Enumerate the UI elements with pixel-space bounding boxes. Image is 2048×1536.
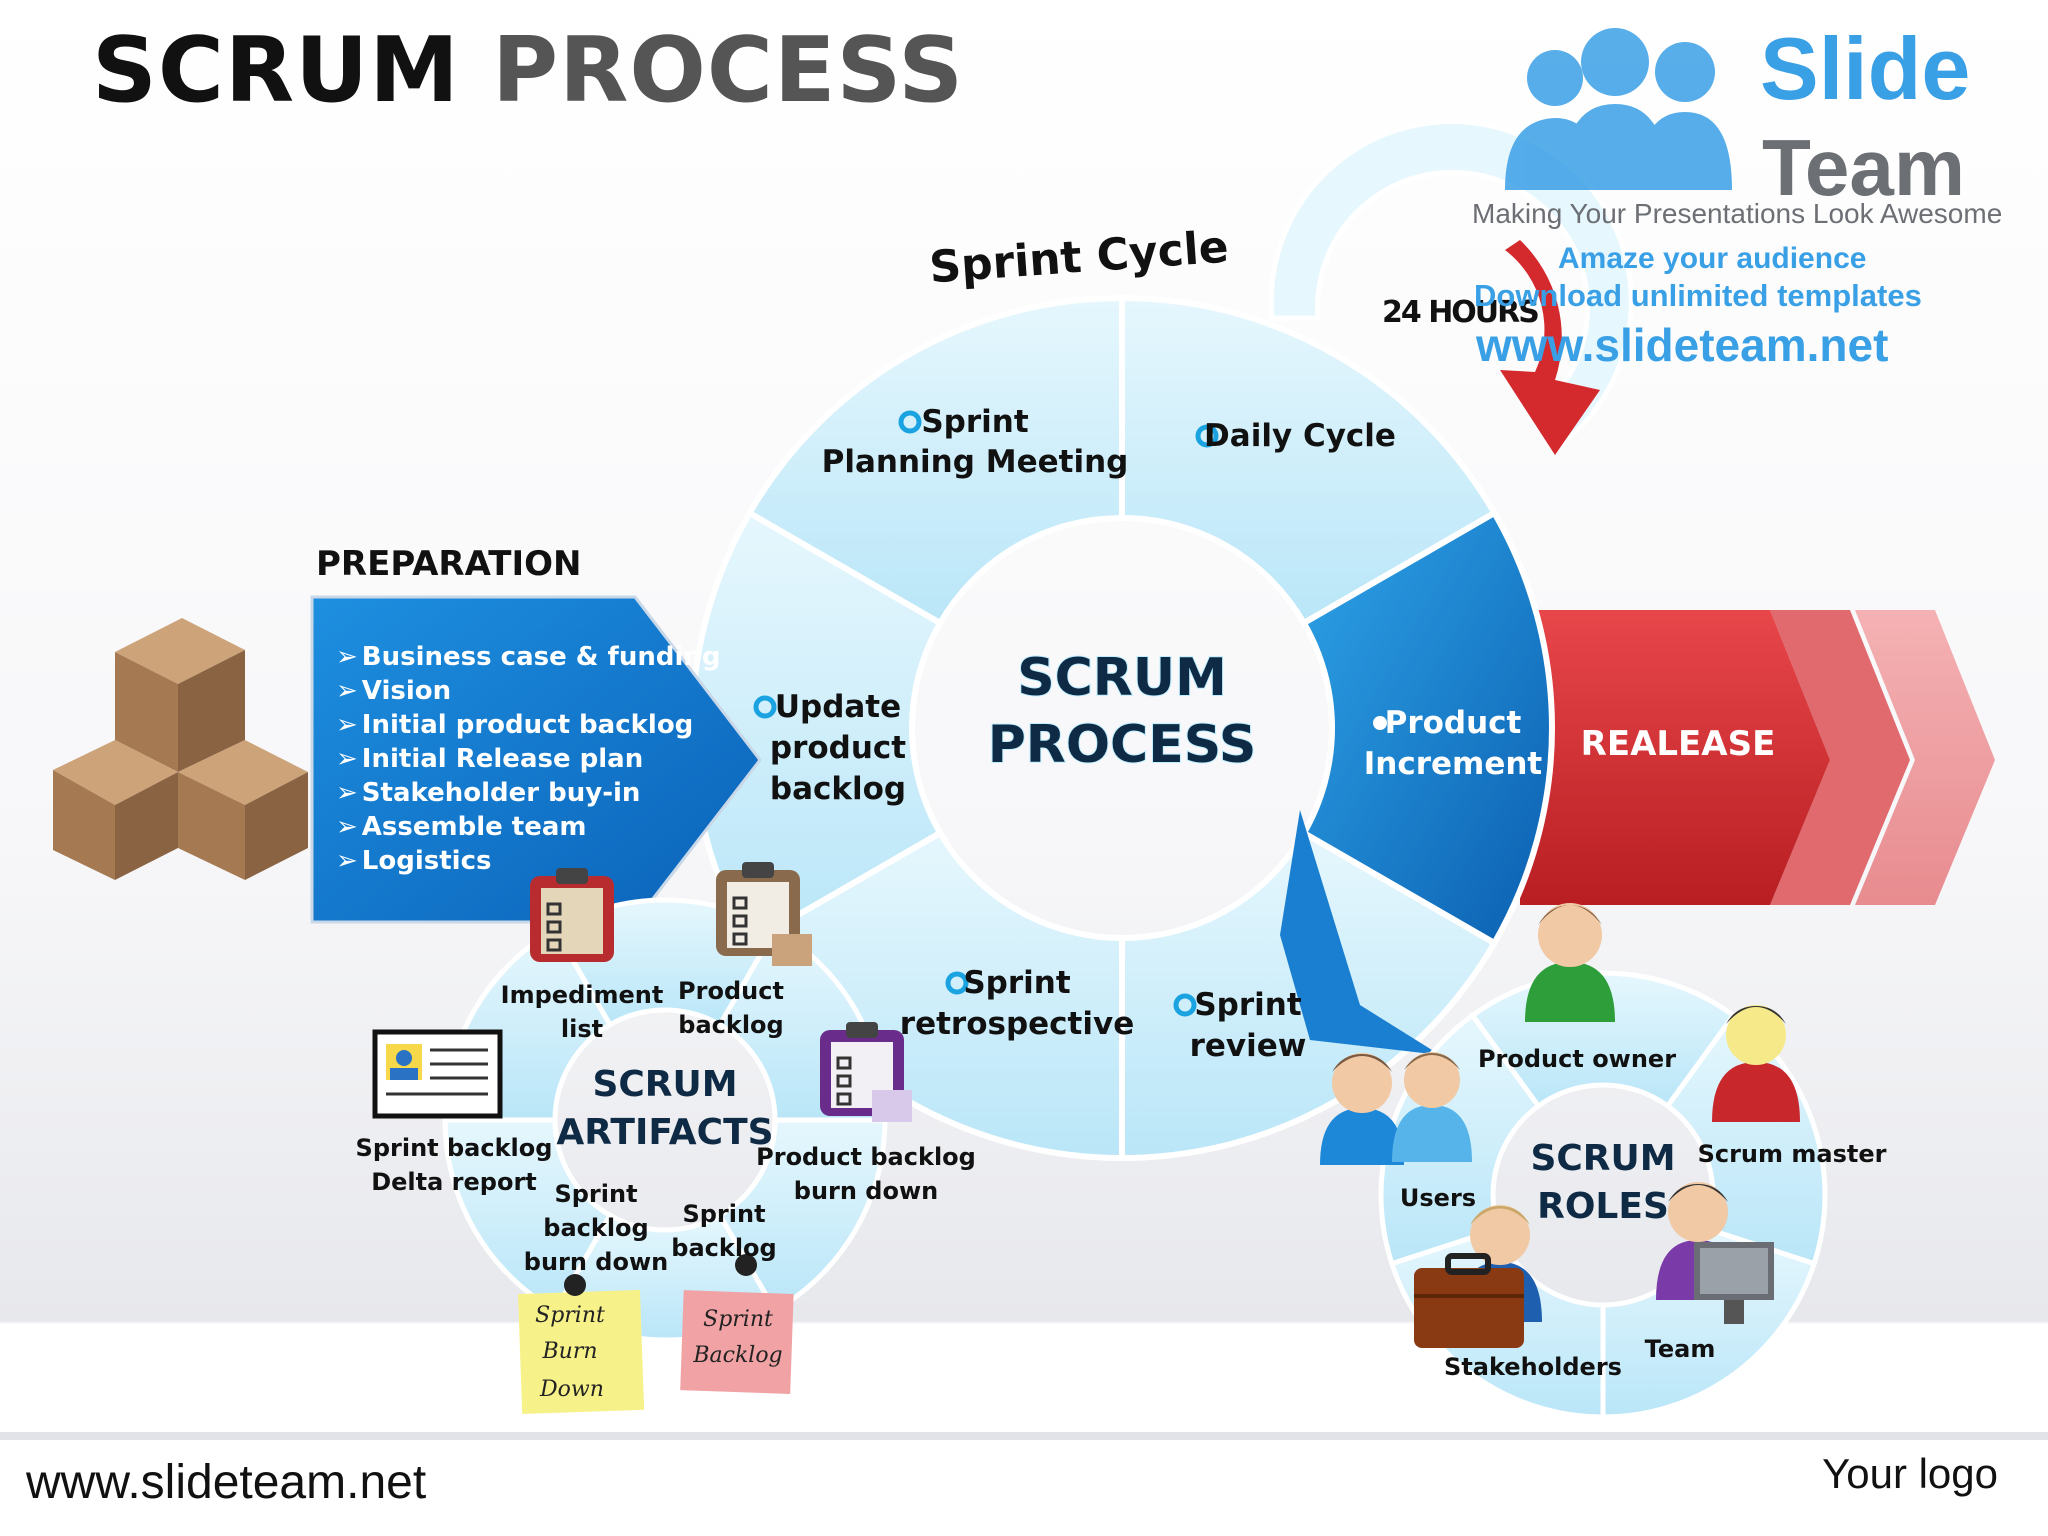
prep-item: Vision — [336, 674, 720, 708]
role-team: Team — [1645, 1335, 1716, 1363]
title-rest: PROCESS — [492, 18, 965, 123]
prep-item: Business case & funding — [336, 640, 721, 674]
daily-line1: Daily Cycle — [1204, 418, 1396, 454]
boxes-icon — [53, 618, 308, 880]
role-stakeholders: Stakeholders — [1444, 1353, 1622, 1381]
note-pink-line2: Backlog — [692, 1343, 782, 1368]
artifact-segment — [442, 1117, 614, 1314]
impediment-line1: Impediment — [501, 981, 664, 1009]
prep-item: Initial Release plan — [336, 742, 720, 776]
role-product-owner: Product owner — [1478, 1045, 1676, 1073]
update-line1: Update — [775, 689, 901, 725]
planning-line1: Sprint — [921, 404, 1029, 440]
prep-item: Initial product backlog — [336, 708, 720, 742]
product-owner-icon — [1525, 903, 1615, 1022]
roles-center-line1: SCRUM — [1530, 1138, 1675, 1179]
watermark-line-2: Download unlimited templates — [1474, 278, 1922, 313]
review-line2: review — [1190, 1028, 1307, 1064]
note-yellow-line1: Sprint — [535, 1303, 605, 1328]
footer-band — [0, 1432, 2048, 1440]
impediment-line2: list — [561, 1015, 603, 1043]
users-icon — [1320, 1052, 1472, 1165]
release-label: REALEASE — [1581, 724, 1776, 764]
pb-line1: Product — [678, 977, 784, 1005]
pb-line2: backlog — [678, 1011, 783, 1039]
update-line3: backlog — [770, 771, 906, 807]
review-line1: Sprint — [1194, 987, 1302, 1023]
planning-line2: Planning Meeting — [822, 444, 1129, 480]
release-arrow — [1520, 610, 1995, 905]
segment-product-increment — [1299, 508, 1555, 948]
retro-line1: Sprint — [963, 965, 1071, 1001]
watermark-tagline: Making Your Presentations Look Awesome — [1472, 198, 2003, 229]
center-line2: PROCESS — [988, 715, 1257, 775]
pbburn-line1: Product backlog — [756, 1143, 976, 1171]
retro-line2: retrospective — [900, 1006, 1134, 1042]
role-users: Users — [1400, 1184, 1476, 1212]
release-chevron-1 — [1770, 610, 1910, 905]
pbburn-line2: burn down — [794, 1177, 938, 1205]
title-bold: SCRUM — [92, 18, 460, 123]
role-scrum-master: Scrum master — [1698, 1140, 1887, 1168]
delta-line2: Delta report — [371, 1168, 537, 1196]
bullet-icon — [945, 971, 969, 995]
release-body — [1520, 610, 1830, 905]
bullet-icon — [1195, 424, 1219, 448]
note-pink-line1: Sprint — [703, 1307, 773, 1332]
prep-item: Logistics — [336, 844, 720, 878]
clipboard-icon — [530, 868, 614, 962]
update-line2: product — [770, 730, 906, 766]
watermark-url: www.slideteam.net — [1476, 319, 1889, 371]
preparation-list: Business case & funding Vision Initial p… — [336, 640, 721, 878]
increment-line1: Product — [1385, 705, 1522, 741]
sb-line1: Sprint — [682, 1200, 765, 1228]
prep-item: Assemble team — [336, 810, 720, 844]
center-line1: SCRUM — [1017, 648, 1227, 708]
bullet-icon — [1173, 993, 1197, 1017]
segment-daily-cycle — [1119, 294, 1499, 628]
bullet-icon — [1373, 716, 1387, 730]
sprint-cycle-label: Sprint Cycle — [928, 222, 1230, 294]
sbburn-line3: burn down — [524, 1248, 668, 1276]
footer-url[interactable]: www.slideteam.net — [26, 1456, 427, 1509]
release-chevron-2 — [1855, 610, 1995, 905]
segment-sprint-planning — [745, 294, 1125, 628]
watermark-line-1: Amaze your audience — [1558, 242, 1867, 275]
artifacts-center-line2: ARTIFACTS — [556, 1112, 773, 1153]
increment-line2: Increment — [1364, 746, 1543, 782]
sb-line2: backlog — [671, 1234, 776, 1262]
sbburn-line2: backlog — [543, 1214, 648, 1242]
footer-logo-placeholder: Your logo — [1822, 1450, 1998, 1497]
delta-line1: Sprint backlog — [356, 1134, 553, 1162]
clipboard-box-icon — [716, 862, 812, 966]
team-icon — [1656, 1182, 1774, 1324]
daily-loop-arrow — [1500, 240, 1600, 455]
clipboard-purple-icon — [820, 1022, 912, 1122]
prep-item: Stakeholder buy-in — [336, 776, 720, 810]
watermark-brand-2: Team — [1762, 123, 1966, 212]
scrum-master-icon — [1712, 1005, 1800, 1122]
daily-loop-arc — [1268, 119, 1634, 449]
preparation-title: PREPARATION — [316, 544, 582, 584]
bullet-icon — [753, 695, 777, 719]
sticky-note-pink — [680, 1254, 794, 1394]
id-card-icon — [372, 1029, 503, 1119]
note-yellow-line3: Down — [539, 1377, 604, 1402]
bullet-icon — [898, 410, 922, 434]
sbburn-line1: Sprint — [554, 1180, 637, 1208]
hours-label: 24 HOURS — [1382, 295, 1538, 330]
watermark-people-icon — [1505, 28, 1732, 190]
sticky-note-yellow — [518, 1274, 645, 1415]
stakeholders-icon — [1414, 1205, 1542, 1348]
note-yellow-line2: Burn — [541, 1339, 597, 1364]
increment-arrow-tip — [1280, 810, 1440, 1055]
roles-center-line2: ROLES — [1537, 1186, 1669, 1227]
daily-loop — [1268, 119, 1634, 455]
page-title: SCRUM PROCESS — [92, 18, 964, 123]
artifacts-center-line1: SCRUM — [592, 1064, 737, 1105]
watermark-brand-1: Slide — [1760, 19, 1971, 118]
